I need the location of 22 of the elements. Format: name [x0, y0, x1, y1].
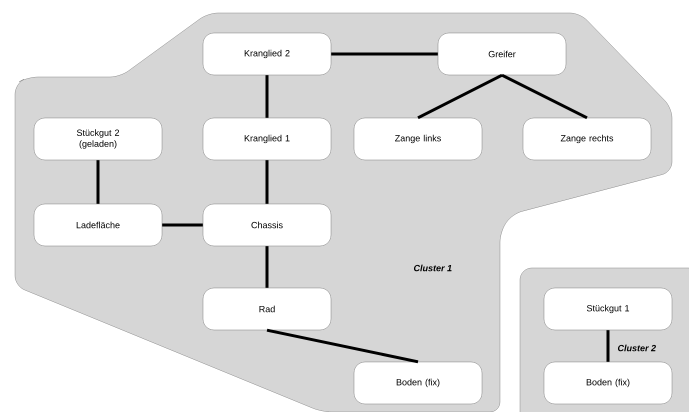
connector-line [96, 160, 100, 204]
rounded-box: Rad [202, 288, 332, 330]
rounded-box: Ladefläche [34, 204, 162, 246]
connector-line [266, 328, 418, 364]
rounded-box: Boden (fix) [544, 362, 672, 404]
connector-line [266, 246, 268, 288]
connector-line [266, 160, 268, 204]
rounded-box: Chassis [202, 204, 332, 246]
rounded-box: Zange links [354, 118, 482, 160]
rounded-box: Stückgut 1 [544, 288, 672, 330]
rounded-box: Stückgut 2 (geladen) [34, 118, 162, 160]
rounded-box: Boden (fix) [354, 362, 482, 404]
connector-line [501, 74, 588, 120]
connector-line [606, 330, 610, 362]
connector-line [417, 74, 503, 120]
connector-line [331, 52, 438, 56]
rounded-box: Kranglied 2 [202, 32, 332, 76]
rounded-box: Kranglied 1 [202, 118, 332, 160]
connector-line [162, 224, 203, 226]
connector-line [266, 75, 268, 118]
rounded-box: Zange rechts [522, 118, 652, 160]
rounded-box: Greifer [438, 32, 566, 76]
